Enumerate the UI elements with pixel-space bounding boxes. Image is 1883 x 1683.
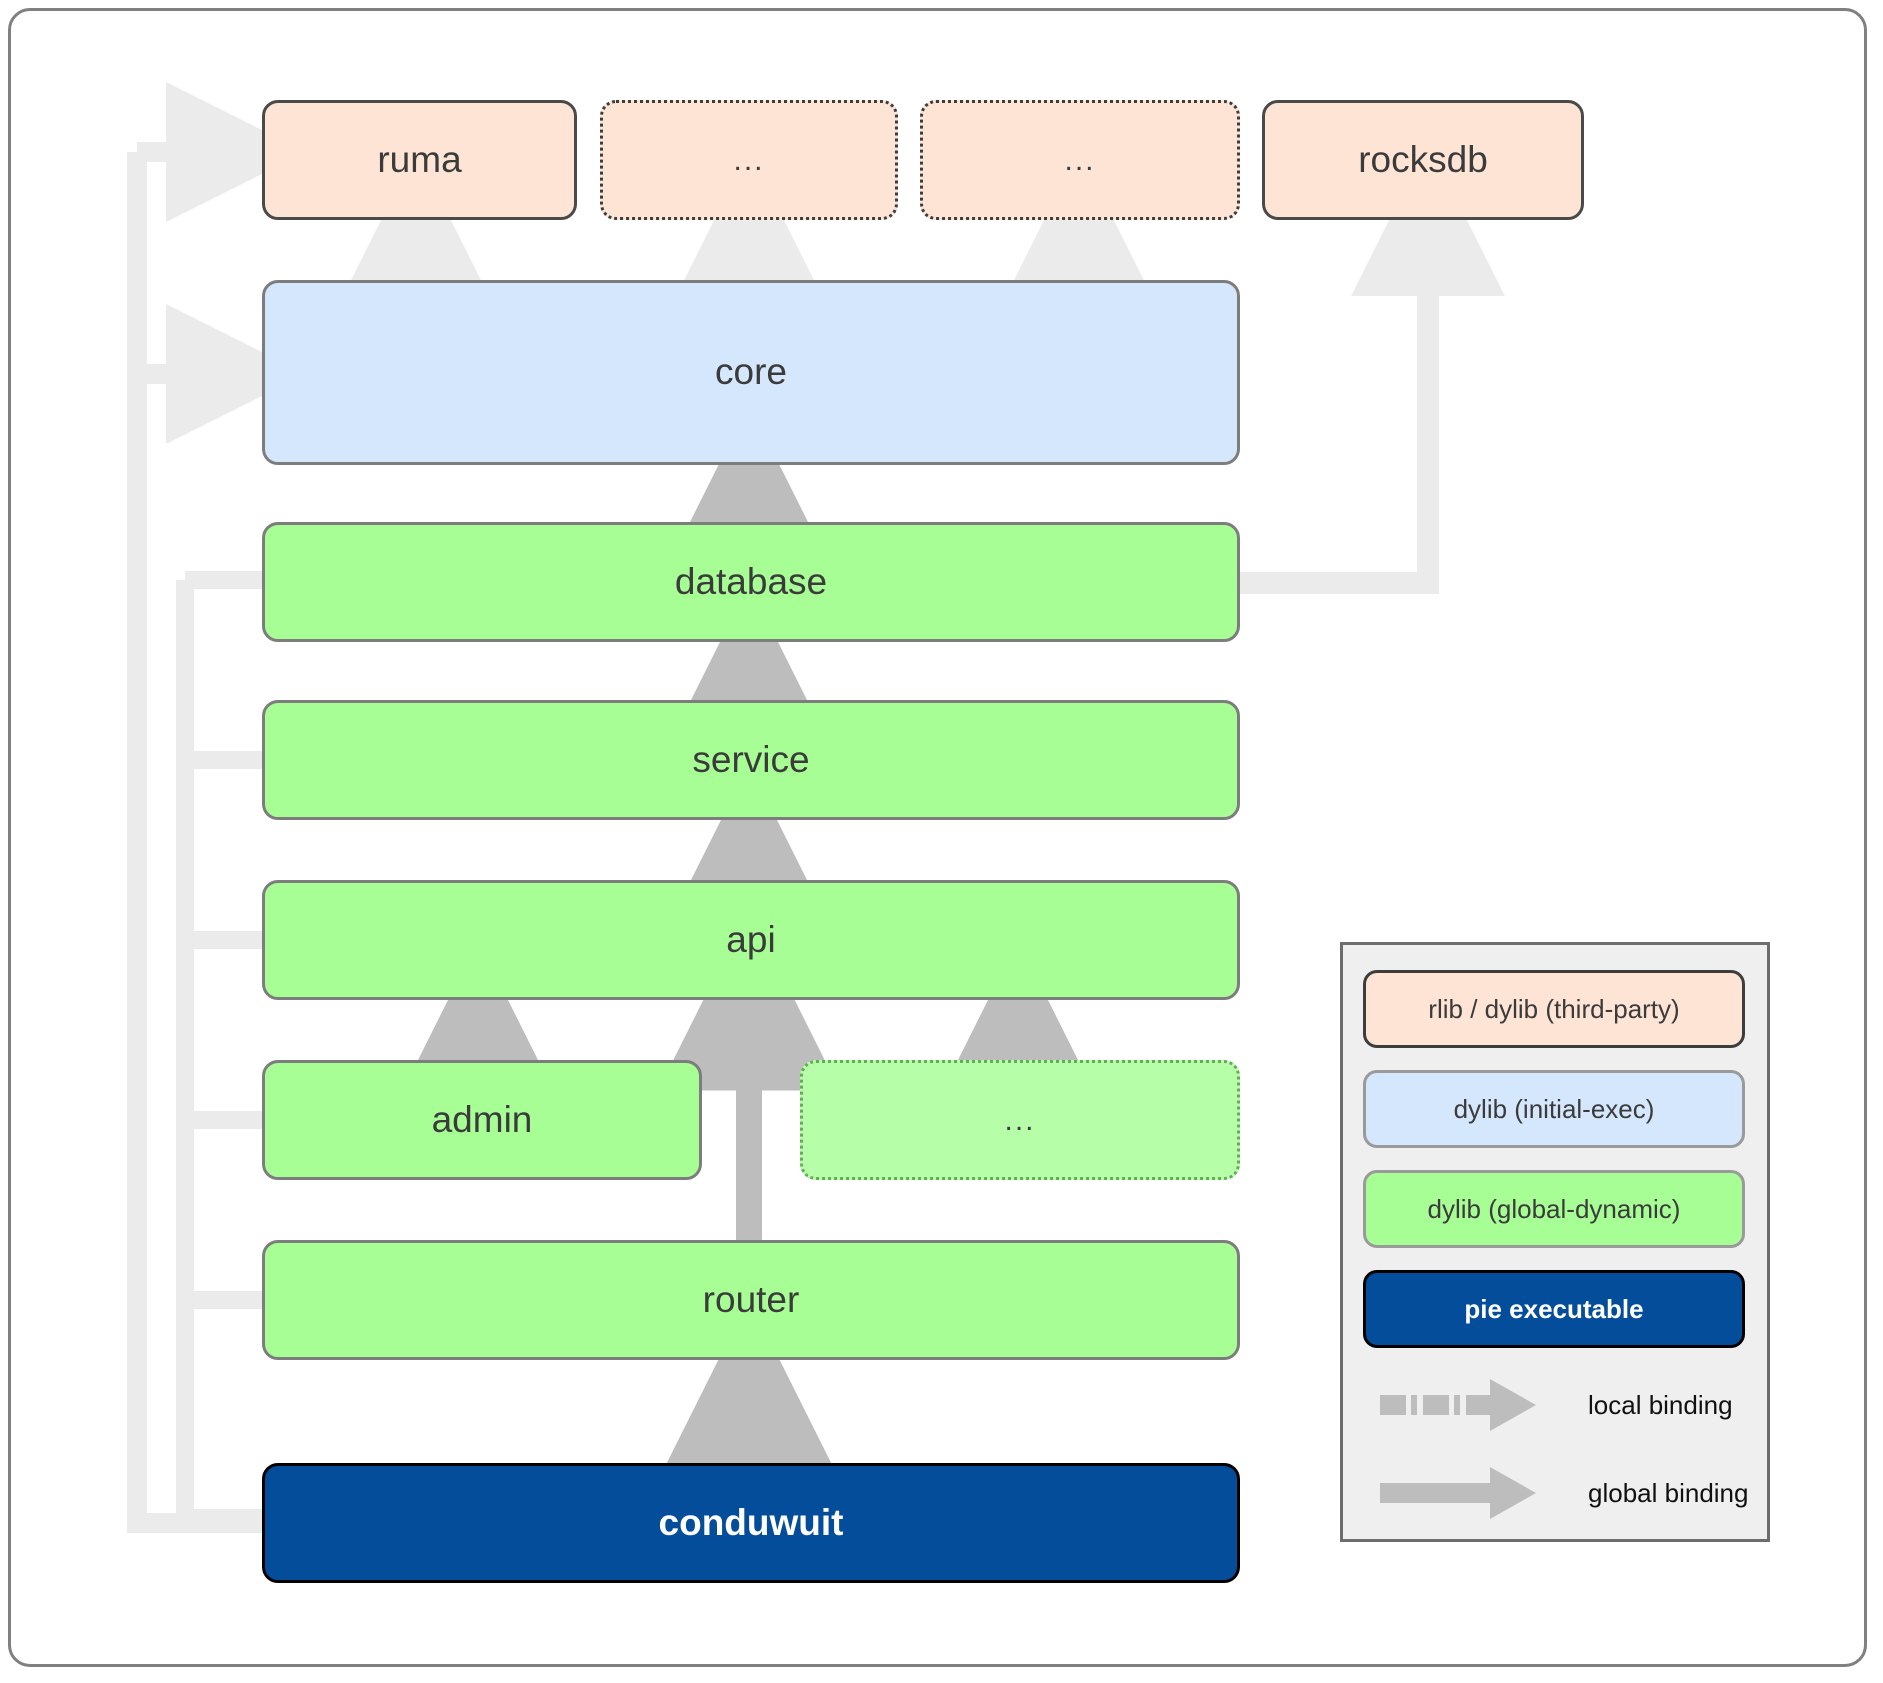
node-etc-admin-label: ... — [1004, 1103, 1036, 1137]
node-core-label: core — [715, 351, 787, 393]
legend-swatch-rlib-dylib-third-party-label: rlib / dylib (third-party) — [1428, 993, 1680, 1024]
node-ruma-label: ruma — [377, 138, 462, 180]
legend-local-binding-label: local binding — [1588, 1390, 1733, 1420]
legend-swatch-dylib-global-dynamic-label: dylib (global-dynamic) — [1427, 1193, 1681, 1224]
node-admin[interactable]: admin — [262, 1060, 702, 1180]
node-etc-top-1-label: ... — [733, 143, 765, 177]
node-conduwuit-label: conduwuit — [658, 1501, 844, 1543]
legend-local-binding-arrow-icon — [1380, 1379, 1536, 1431]
legend-swatch-dylib-initial-exec: dylib (initial-exec) — [1363, 1070, 1745, 1148]
legend-swatch-dylib-initial-exec-label: dylib (initial-exec) — [1453, 1093, 1655, 1124]
node-etc-admin[interactable]: ... — [800, 1060, 1240, 1180]
node-router-label: router — [702, 1278, 800, 1320]
edge-database-rocksdb — [1240, 142, 1505, 594]
node-router[interactable]: router — [262, 1240, 1240, 1360]
legend-global-binding-arrow-icon — [1380, 1467, 1536, 1519]
node-database[interactable]: database — [262, 522, 1240, 642]
node-etc-top-2-label: ... — [1064, 143, 1096, 177]
node-ruma[interactable]: ruma — [262, 100, 577, 220]
node-rocksdb-label: rocksdb — [1358, 138, 1488, 180]
node-api[interactable]: api — [262, 880, 1240, 1000]
node-service-label: service — [692, 738, 810, 780]
node-admin-label: admin — [431, 1098, 533, 1140]
edge-stack-global — [408, 403, 1088, 1240]
node-api-label: api — [726, 918, 776, 960]
legend-swatch-dylib-global-dynamic: dylib (global-dynamic) — [1363, 1170, 1745, 1248]
node-service[interactable]: service — [262, 700, 1240, 820]
legend-swatch-pie-executable: pie executable — [1363, 1270, 1745, 1348]
edge-conduwuit-rail-inner — [176, 571, 278, 1527]
legend-swatch-rlib-dylib-third-party: rlib / dylib (third-party) — [1363, 970, 1745, 1048]
edge-conduwuit-rail-outer — [127, 82, 307, 1533]
node-etc-top-2[interactable]: ... — [920, 100, 1240, 220]
node-etc-top-1[interactable]: ... — [600, 100, 898, 220]
node-conduwuit[interactable]: conduwuit — [262, 1463, 1240, 1583]
node-core[interactable]: core — [262, 280, 1240, 465]
legend-swatch-pie-executable-label: pie executable — [1464, 1293, 1644, 1324]
legend-global-binding-label: global binding — [1588, 1478, 1749, 1508]
node-rocksdb[interactable]: rocksdb — [1262, 100, 1584, 220]
legend-panel: rlib / dylib (third-party) dylib (initia… — [1340, 942, 1770, 1542]
edge-core-to-toprow — [339, 150, 1156, 305]
node-database-label: database — [674, 560, 828, 602]
